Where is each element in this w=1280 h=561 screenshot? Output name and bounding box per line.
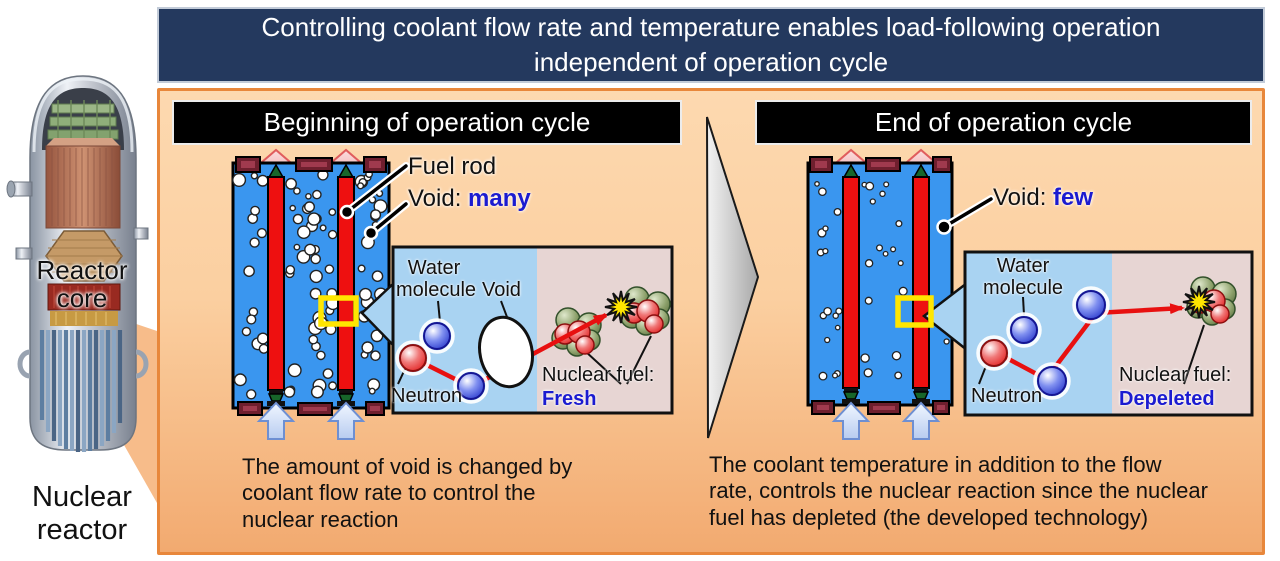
- core-band: [47, 283, 121, 326]
- water-molecule-sphere: [1006, 312, 1042, 348]
- fuel-rod: [336, 163, 356, 406]
- end-callouts: [936, 195, 995, 235]
- zoom-highlight-box: [318, 295, 359, 327]
- neutron-trajectory: [999, 303, 1185, 382]
- nuclear-reactor-illustration: [6, 75, 149, 452]
- zoom-highlight-box: [895, 295, 934, 328]
- water-molecule-sphere: [419, 318, 455, 354]
- fuel-rod: [841, 163, 861, 404]
- fuel-rod: [266, 163, 286, 406]
- neutron-sphere: [395, 340, 431, 376]
- core-lattice: [45, 230, 123, 282]
- tube-bundle: [45, 138, 121, 229]
- end-core-diagram: [806, 148, 969, 440]
- begin-inset: [391, 245, 674, 415]
- void-bubble: [478, 315, 534, 389]
- fuel-rod: [911, 163, 931, 404]
- title-banner: Controlling coolant flow rate and temper…: [157, 7, 1265, 83]
- begin-callouts: [339, 162, 410, 241]
- control-rod-bundle: [39, 330, 123, 452]
- core-top-blocks: [235, 156, 387, 416]
- water-molecule-sphere: [1033, 362, 1071, 400]
- banner-title: Controlling coolant flow rate and temper…: [261, 11, 1161, 77]
- water-molecule-sphere: [453, 368, 489, 404]
- begin-core-diagram: [231, 148, 396, 440]
- steam-dryer-plates: [47, 100, 119, 140]
- core-top-blocks: [809, 156, 952, 415]
- end-inset: [963, 250, 1254, 417]
- neutron-sphere: [976, 335, 1012, 371]
- vessel-nozzles: [6, 180, 149, 379]
- transition-arrow: [706, 116, 760, 439]
- water-molecule-sphere: [1072, 286, 1110, 324]
